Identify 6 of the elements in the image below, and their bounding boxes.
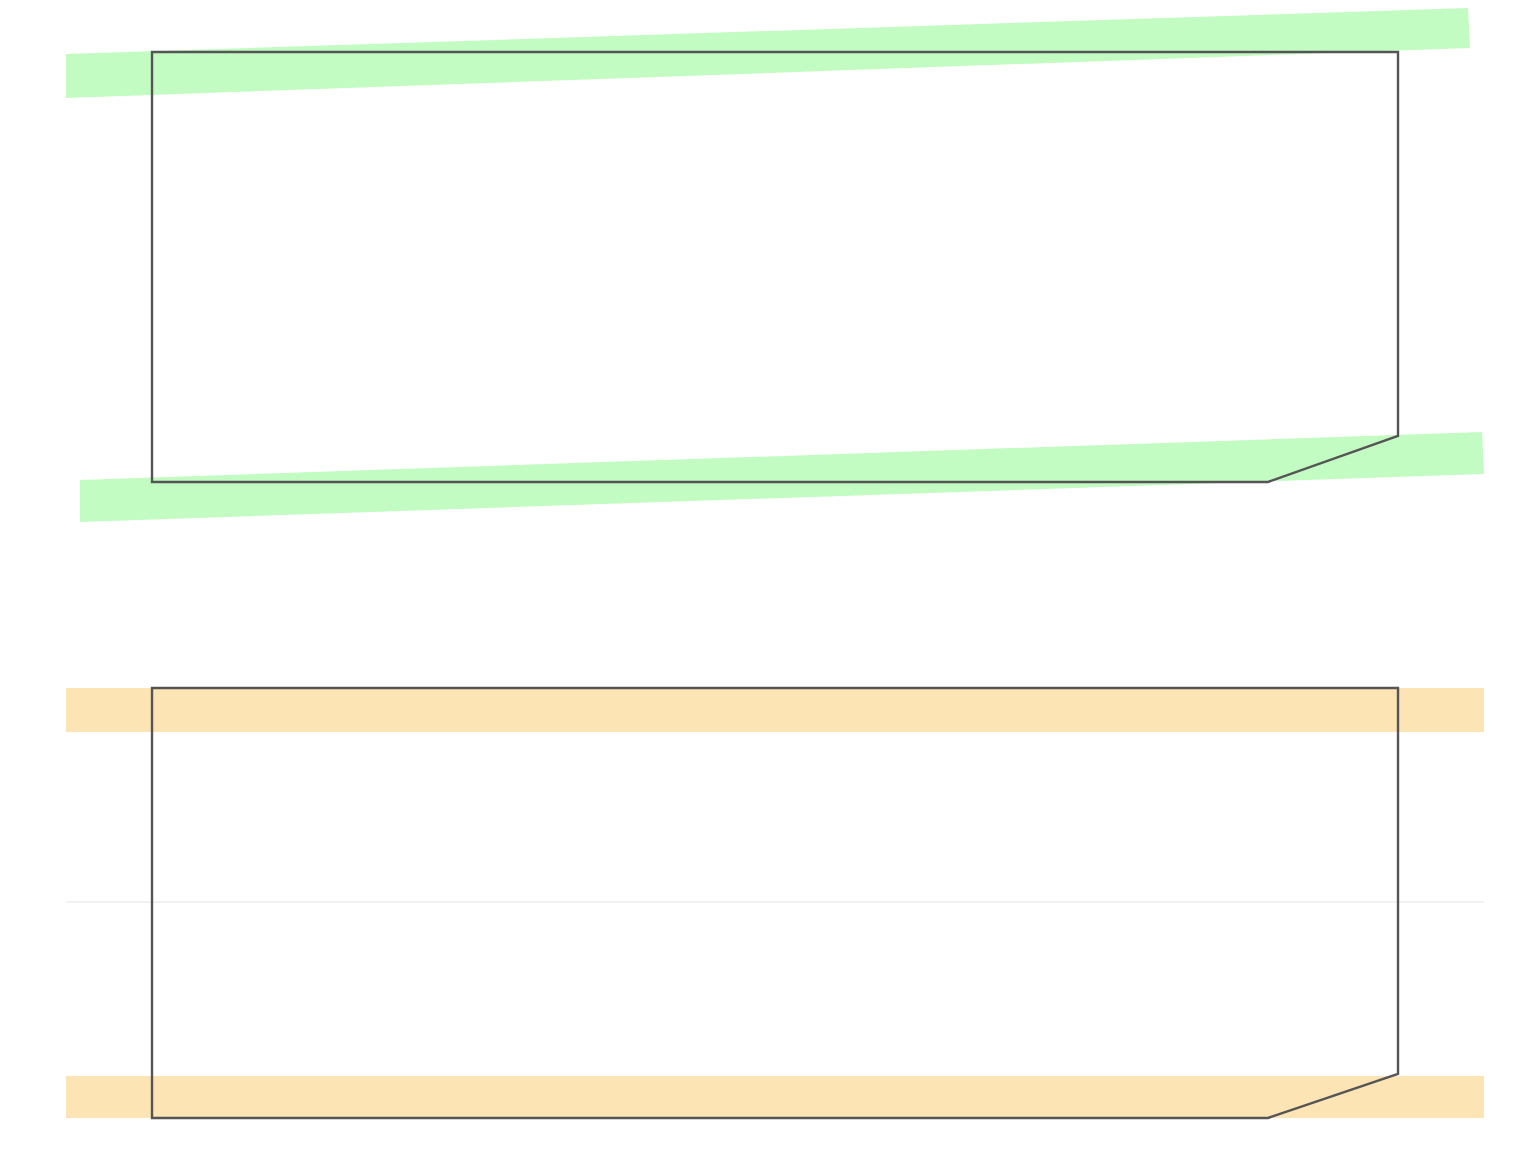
band — [66, 688, 1484, 732]
outline-box — [150, 50, 1400, 484]
band — [80, 432, 1484, 522]
band — [66, 1076, 1484, 1118]
band — [66, 8, 1470, 98]
outline-box — [150, 686, 1400, 1120]
